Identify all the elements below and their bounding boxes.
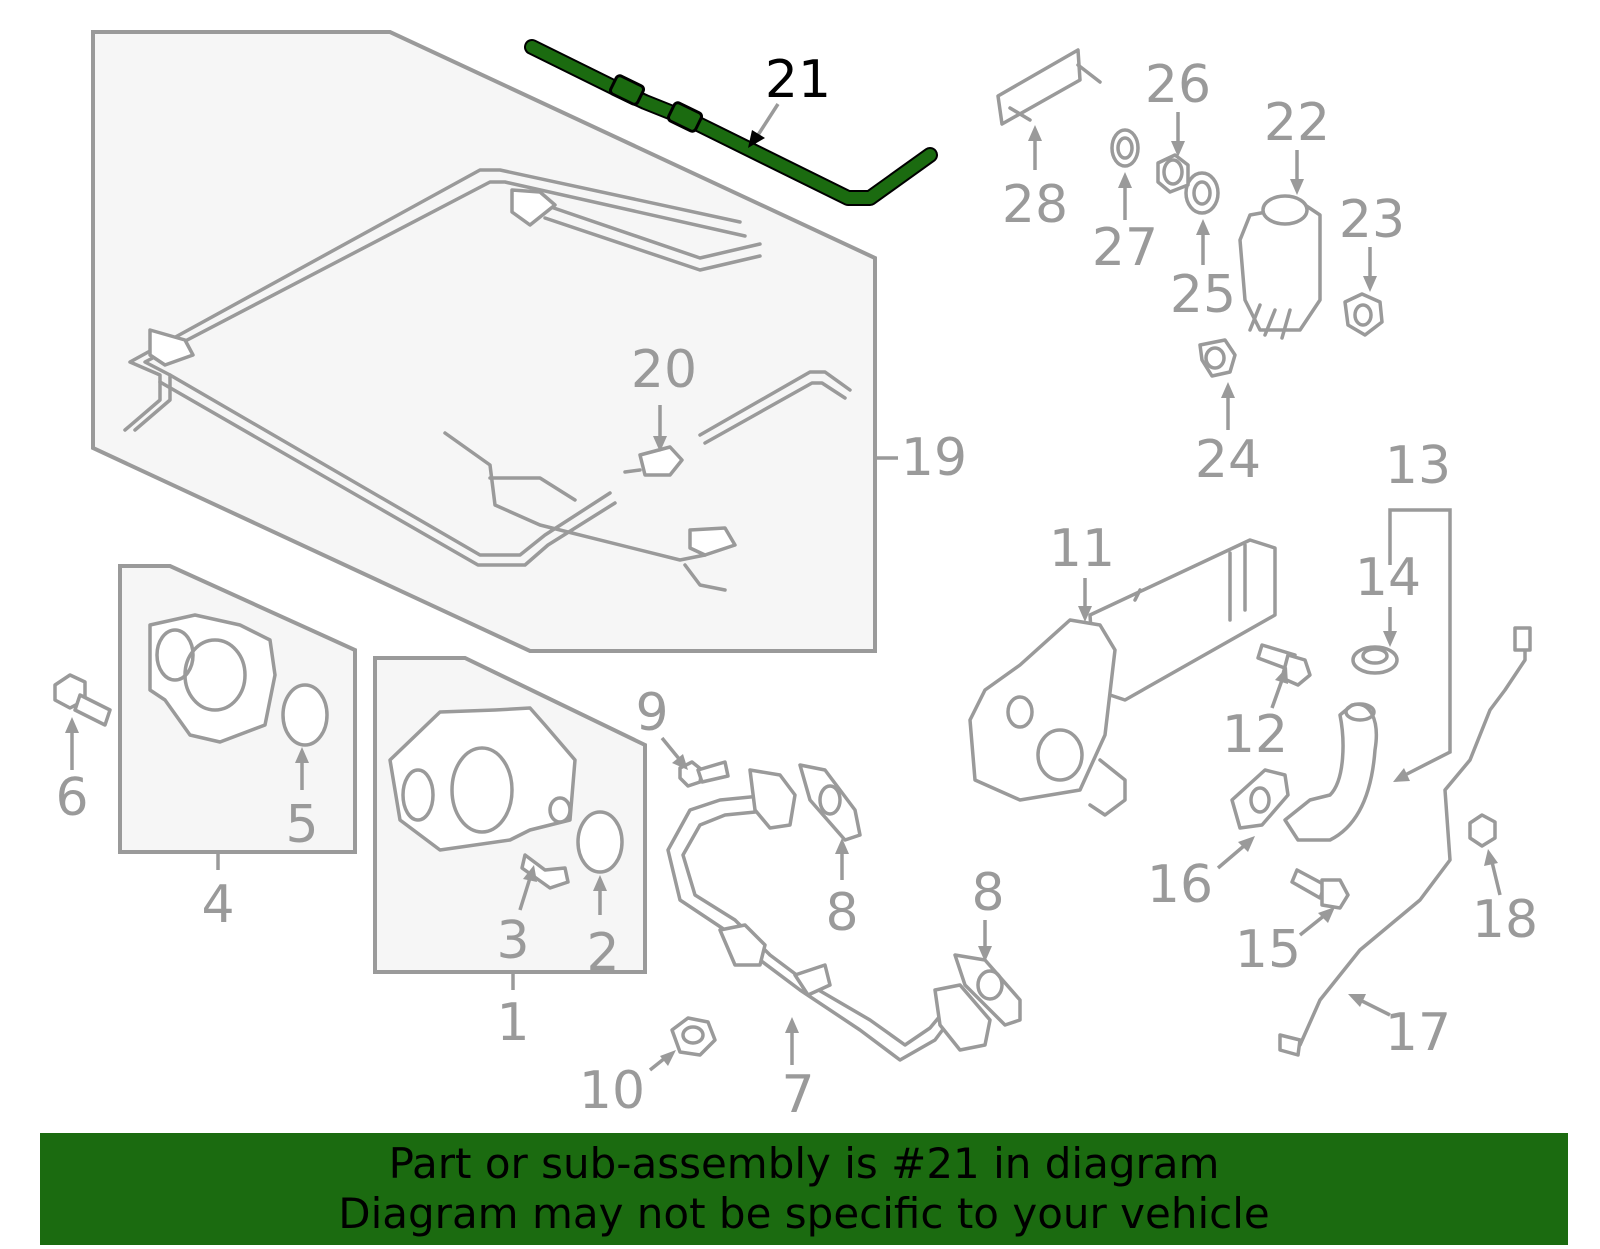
callout-28: 28 <box>1002 175 1068 235</box>
part-17-sensor-line[interactable] <box>1278 626 1532 1057</box>
callout-10: 10 <box>579 1061 645 1121</box>
part-28-bracket[interactable] <box>996 48 1102 126</box>
part-10-nut[interactable] <box>670 1016 717 1057</box>
part-6-bolt[interactable] <box>53 673 112 727</box>
callout-15: 15 <box>1235 920 1301 980</box>
callout-12: 12 <box>1222 705 1288 765</box>
callout-26: 26 <box>1145 55 1211 115</box>
callout-20: 20 <box>631 340 697 400</box>
callout-8b: 8 <box>971 863 1004 923</box>
part-8-gasket-a[interactable] <box>798 763 862 842</box>
part-16-gasket[interactable] <box>1230 768 1290 830</box>
callout-8a: 8 <box>825 883 858 943</box>
part-group-4[interactable] <box>118 564 357 854</box>
callout-5: 5 <box>285 795 318 855</box>
banner-line-1: Part or sub-assembly is #21 in diagram <box>388 1139 1220 1188</box>
info-banner: Part or sub-assembly is #21 in diagram D… <box>40 1133 1568 1245</box>
part-9-bolt[interactable] <box>678 760 730 788</box>
callout-18: 18 <box>1472 890 1538 950</box>
leader-lines <box>65 103 1502 1072</box>
part-26-grommet[interactable] <box>1156 153 1190 194</box>
part-group-1[interactable] <box>373 656 647 974</box>
part-20-connector[interactable] <box>623 445 684 477</box>
part-27-washer[interactable] <box>1110 128 1140 168</box>
part-15-bolt[interactable] <box>1290 868 1350 910</box>
callout-23: 23 <box>1339 190 1405 250</box>
part-25-washer[interactable] <box>1184 171 1220 215</box>
callout-2: 2 <box>586 923 619 983</box>
part-14-seal[interactable] <box>1351 645 1399 675</box>
callout-22: 22 <box>1264 93 1330 153</box>
banner-line-2: Diagram may not be specific to your vehi… <box>338 1189 1270 1238</box>
callout-1: 1 <box>496 993 529 1053</box>
callout-19: 19 <box>901 428 967 488</box>
part-11-cooler[interactable] <box>968 538 1277 817</box>
callout-4: 4 <box>201 875 234 935</box>
part-21-pipe[interactable] <box>524 39 938 206</box>
callout-13: 13 <box>1385 436 1451 496</box>
callout-3: 3 <box>496 911 529 971</box>
part-22-valve[interactable] <box>1238 194 1322 340</box>
callout-21: 21 <box>765 50 831 110</box>
part-7-tube[interactable] <box>666 768 992 1062</box>
part-23-nut[interactable] <box>1343 292 1384 337</box>
callout-14: 14 <box>1355 548 1421 608</box>
callout-11: 11 <box>1049 519 1115 579</box>
callout-25: 25 <box>1170 265 1236 325</box>
callout-16: 16 <box>1147 855 1213 915</box>
part-13-hose[interactable] <box>1283 702 1378 842</box>
callout-24: 24 <box>1195 430 1261 490</box>
callout-7: 7 <box>781 1065 814 1125</box>
callout-6: 6 <box>55 768 88 828</box>
callout-17: 17 <box>1385 1003 1451 1063</box>
part-24-bolt[interactable] <box>1198 338 1237 378</box>
part-18-nut[interactable] <box>1468 813 1497 848</box>
callout-9: 9 <box>635 683 668 743</box>
callout-27: 27 <box>1092 218 1158 278</box>
part-group-19[interactable] <box>91 30 877 653</box>
